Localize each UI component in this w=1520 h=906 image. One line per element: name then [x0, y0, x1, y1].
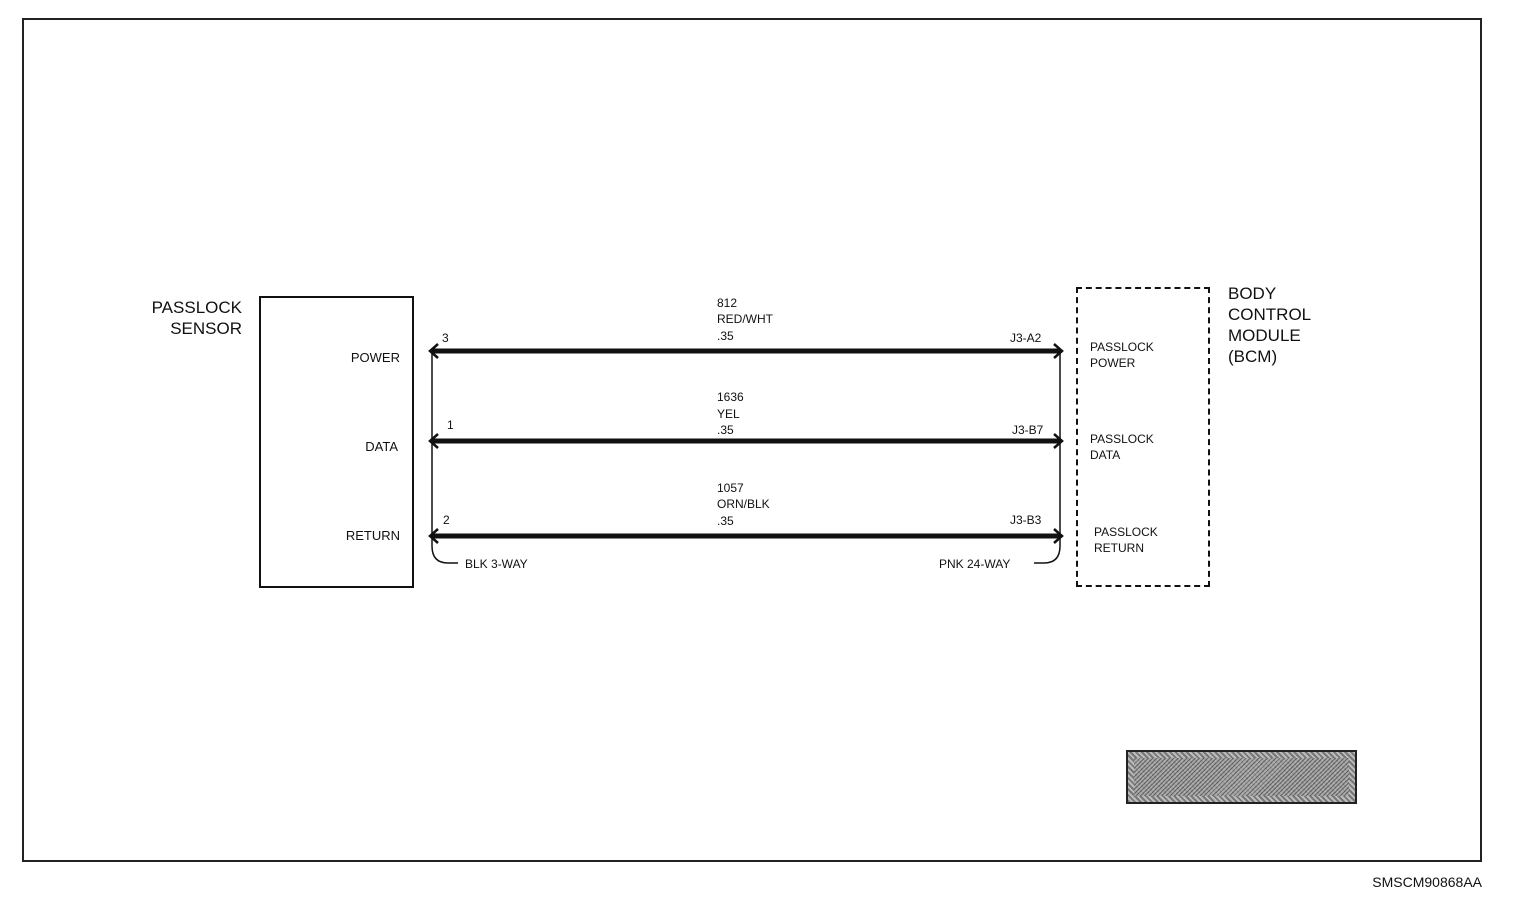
wire-data — [428, 433, 1064, 449]
sensor-title-line1: PASSLOCK — [151, 298, 242, 317]
wire-data-bcm-pin: J3-B7 — [1012, 423, 1044, 437]
bcm-data-label-line1: PASSLOCK — [1090, 432, 1154, 446]
sensor-pin-data-label: DATA — [365, 439, 398, 454]
figure-code: SMSCM90868AA — [1372, 874, 1482, 890]
sensor-title: PASSLOCK SENSOR — [137, 297, 242, 339]
wire-return-gauge: .35 — [717, 514, 734, 528]
bcm-box — [1076, 287, 1210, 587]
wire-power-circuit: 812 — [717, 296, 738, 310]
bcm-title-line3: MODULE — [1228, 326, 1301, 345]
wire-return-bcm-pin: J3-B3 — [1010, 513, 1042, 527]
bcm-data-label: PASSLOCK DATA — [1090, 431, 1154, 463]
wire-return-circuit: 1057 — [717, 481, 744, 495]
wire-return-sensor-pin: 2 — [443, 513, 450, 527]
wire-return — [428, 528, 1064, 544]
bcm-return-label-line2: RETURN — [1094, 541, 1144, 555]
wire-return-sensor-terminal — [428, 528, 439, 544]
diagram-frame — [22, 18, 1482, 862]
wire-power-bcm-pin: J3-A2 — [1010, 331, 1042, 345]
wire-data-color: YEL — [717, 407, 740, 421]
bcm-title-line4: (BCM) — [1228, 347, 1278, 366]
wire-return-color: ORN/BLK — [717, 497, 770, 511]
sensor-pin-return-label: RETURN — [345, 528, 400, 543]
wire-return-bcm-terminal — [1053, 528, 1064, 544]
sensor-connector-bracket — [431, 352, 458, 564]
sensor-title-line2: SENSOR — [170, 319, 242, 338]
bcm-title-line1: BODY — [1228, 284, 1277, 303]
bcm-return-label: PASSLOCK RETURN — [1094, 524, 1158, 556]
wire-data-gauge: .35 — [717, 423, 734, 437]
bcm-power-label-line1: PASSLOCK — [1090, 340, 1154, 354]
reference-stamp-texture — [1134, 758, 1349, 796]
wire-data-circuit: 1636 — [717, 390, 744, 404]
wire-power-sensor-terminal — [428, 343, 439, 359]
bcm-connector-label: PNK 24-WAY — [939, 557, 1011, 571]
sensor-pin-power-label: POWER — [350, 350, 400, 365]
bcm-title-line2: CONTROL — [1228, 305, 1312, 324]
wire-data-bcm-terminal — [1053, 433, 1064, 449]
wire-power — [428, 343, 1064, 359]
passlock-sensor-box — [259, 296, 414, 588]
bcm-power-label-line2: POWER — [1090, 356, 1136, 370]
bcm-title: BODY CONTROL MODULE (BCM) — [1228, 283, 1311, 367]
bcm-power-label: PASSLOCK POWER — [1090, 339, 1154, 371]
wire-power-color: RED/WHT — [717, 312, 773, 326]
bcm-data-label-line2: DATA — [1090, 448, 1121, 462]
bcm-return-label-line1: PASSLOCK — [1094, 525, 1158, 539]
wire-power-bcm-terminal — [1053, 343, 1064, 359]
sensor-connector-label: BLK 3-WAY — [465, 557, 528, 571]
wire-data-sensor-pin: 1 — [447, 418, 454, 432]
bcm-connector-bracket — [1034, 352, 1061, 564]
wire-data-sensor-terminal — [428, 433, 439, 449]
wire-power-sensor-pin: 3 — [442, 331, 449, 345]
wire-power-gauge: .35 — [717, 329, 734, 343]
reference-stamp — [1126, 750, 1357, 804]
